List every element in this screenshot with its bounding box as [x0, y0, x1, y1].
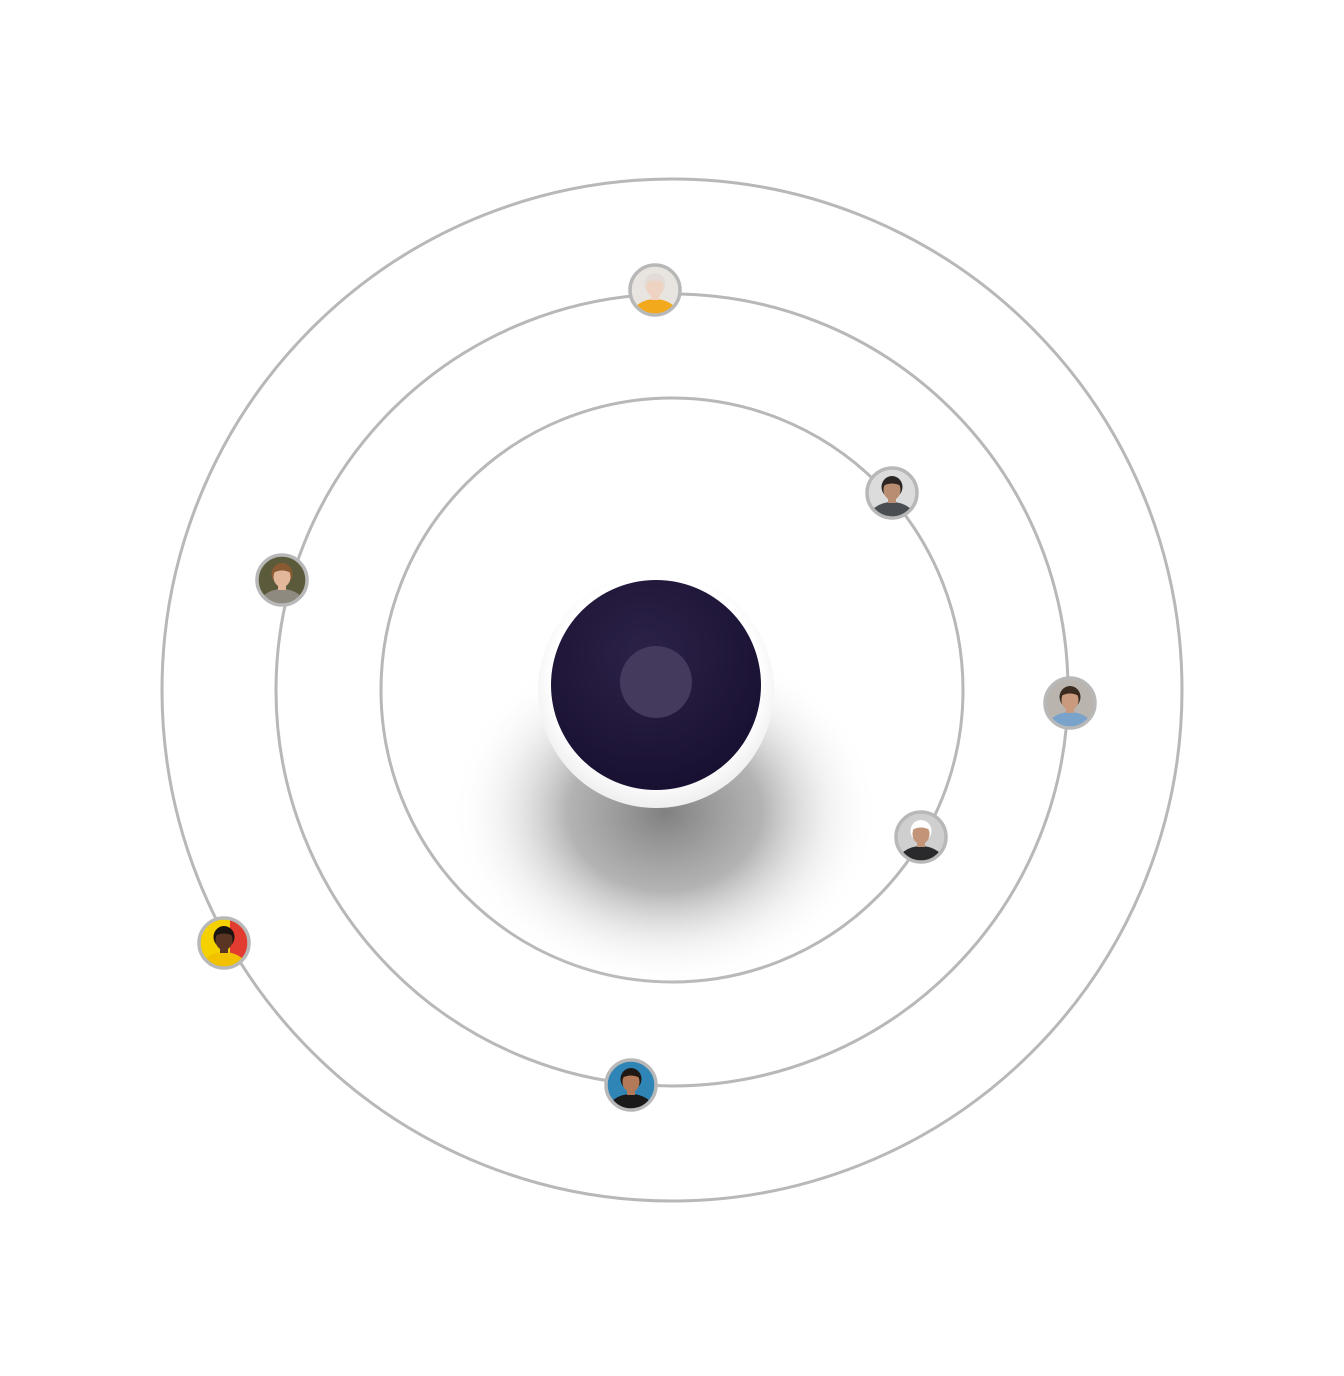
avatar-woman-yellow-red: [197, 916, 251, 970]
center-hub-dot: [620, 646, 692, 718]
avatar-man-beanie-eating: [894, 810, 948, 864]
avatar-woman-yellow-sweater: [628, 263, 682, 317]
center-hub: [450, 572, 880, 987]
avatar-man-glasses-blue: [604, 1058, 658, 1112]
avatar-smiling-man-denim: [1043, 676, 1097, 730]
outer-orbit: [160, 177, 1184, 1203]
avatar-bearded-man-grey: [865, 466, 919, 520]
avatar-young-man-jacket: [255, 553, 309, 607]
